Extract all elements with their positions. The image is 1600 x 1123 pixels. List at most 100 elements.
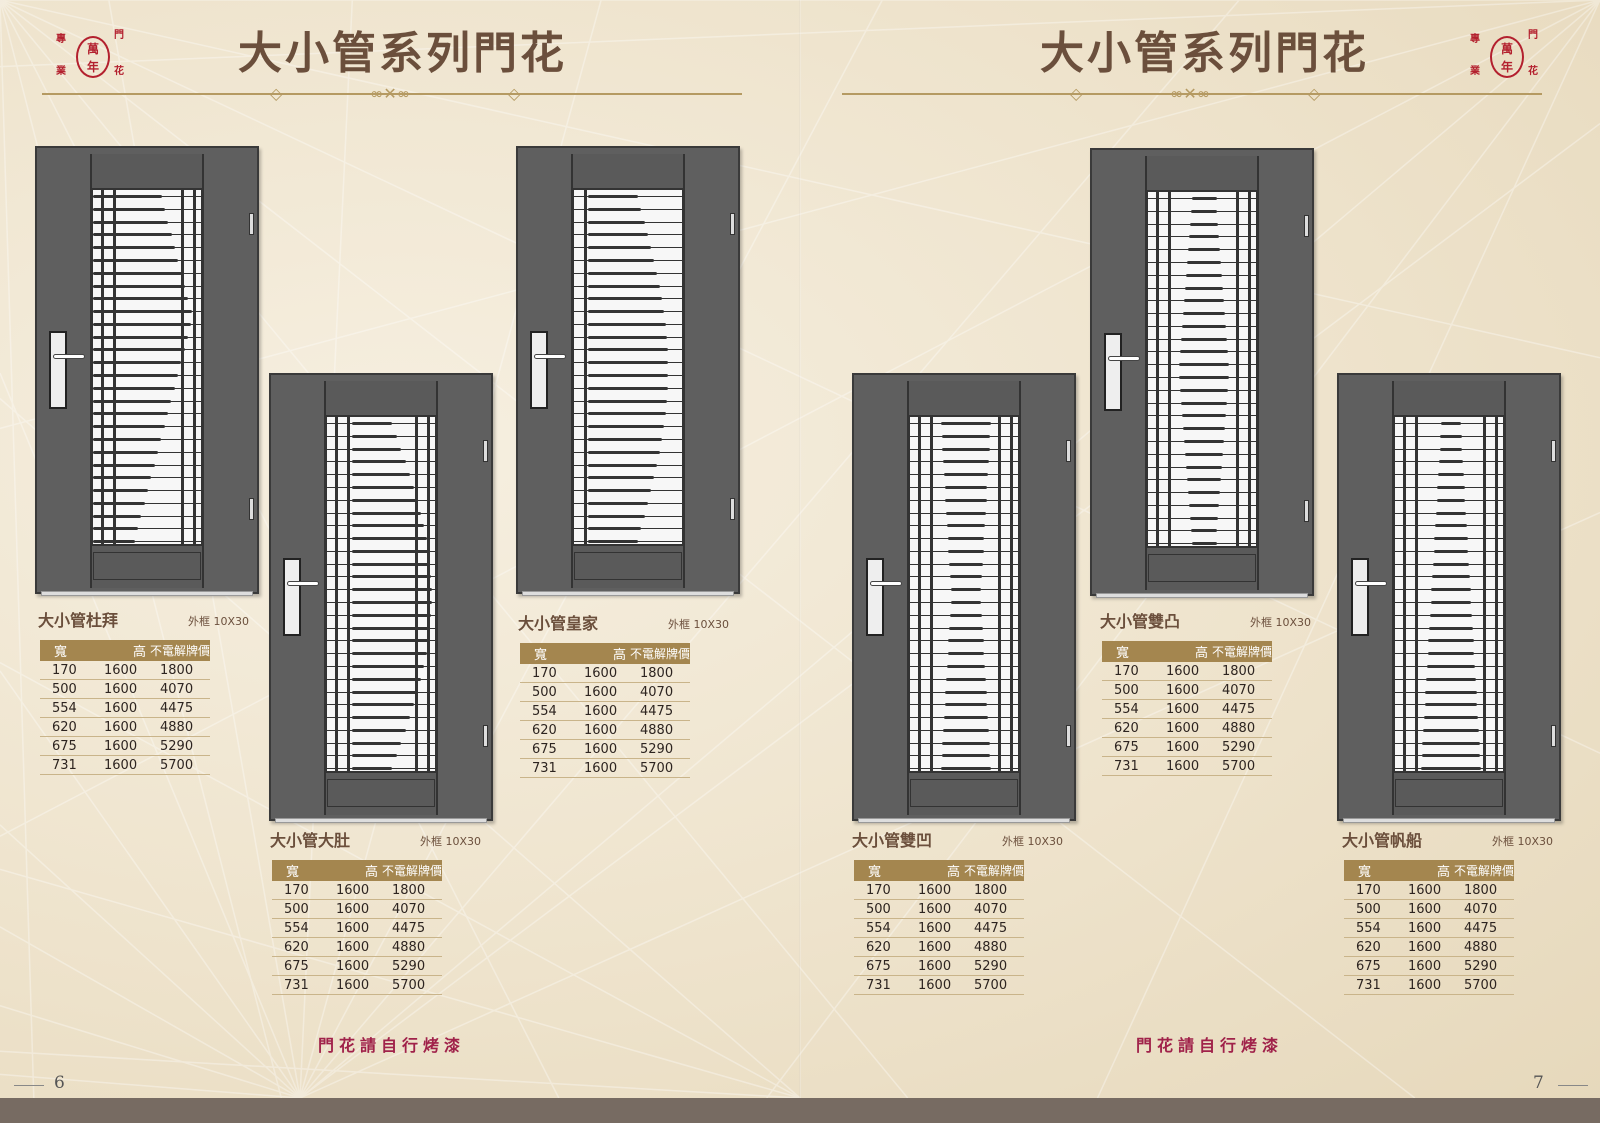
grille-thick-bar	[1185, 273, 1223, 277]
column-header: 寬	[534, 648, 548, 663]
grille-thick-bar	[1186, 260, 1222, 264]
table-cell: 4475	[1222, 702, 1256, 717]
page-spine	[799, 0, 801, 1098]
grille-vertical-bar	[335, 417, 338, 771]
grille-thick-bar	[1179, 376, 1229, 379]
table-cell: 1600	[584, 761, 618, 776]
bg-ray	[0, 1073, 301, 1098]
grille-thick-bar	[1180, 350, 1228, 354]
table-header: 寬高不電解牌價	[1344, 860, 1514, 881]
grille-thick-bar	[352, 460, 406, 464]
logo-char: 業	[56, 66, 66, 77]
grille-thick-bar	[941, 767, 991, 771]
table-cell: 675	[1356, 959, 1381, 974]
grille-thick-bar	[945, 498, 987, 502]
bg-ray	[0, 0, 1600, 359]
table-cell: 500	[532, 685, 557, 700]
grille-thick-bar	[1191, 542, 1217, 546]
table-cell: 4070	[160, 682, 194, 697]
grille-vertical-bar	[584, 190, 587, 544]
grille-thick-bar	[1441, 422, 1461, 425]
table-cell: 500	[866, 902, 891, 917]
column-header: 寬	[54, 645, 68, 660]
grille-thick-bar	[1435, 511, 1467, 515]
table-cell: 170	[1356, 883, 1381, 898]
grille-thick-bar	[93, 412, 168, 416]
frame-spec: 外框 10X30	[668, 618, 730, 631]
grille-thick-bar	[352, 754, 397, 758]
product-name: 大小管雙凹	[852, 831, 933, 850]
grille-vertical-bar	[1483, 417, 1486, 771]
door-lever-icon	[534, 354, 566, 359]
door-handle-plate	[1104, 333, 1122, 411]
table-cell: 1600	[918, 959, 952, 974]
grille-thick-bar	[588, 514, 645, 518]
product-name: 大小管皇家	[518, 614, 599, 633]
table-cell: 4070	[640, 685, 674, 700]
grille-thick-bar	[93, 540, 135, 544]
table-cell: 1600	[1166, 759, 1200, 774]
table-cell: 5290	[160, 739, 194, 754]
table-cell: 5290	[1222, 740, 1256, 755]
product-name: 大小管帆船	[1342, 831, 1423, 850]
column-header: 不電解牌價	[963, 864, 1024, 878]
table-cell: 5700	[1222, 759, 1256, 774]
grille-thick-bar	[352, 639, 429, 643]
table-cell: 4475	[392, 921, 426, 936]
grille-thick-bar	[588, 233, 649, 237]
grille-thick-bar	[93, 374, 178, 377]
grille-thick-bar	[93, 195, 162, 198]
grille-horizontal-bar	[93, 528, 201, 530]
footer-band	[0, 1098, 1600, 1123]
grille-vertical-bar	[1168, 192, 1171, 546]
hinge-icon	[1304, 500, 1309, 522]
grille-thick-bar	[93, 437, 162, 441]
grille-vertical-bar	[918, 417, 921, 771]
grille-thick-bar	[941, 434, 991, 438]
table-cell: 731	[532, 761, 557, 776]
door-lever-icon	[53, 354, 85, 359]
table-cell: 1600	[1408, 978, 1442, 993]
table-cell: 4475	[640, 704, 674, 719]
grille-thick-bar	[1428, 639, 1474, 643]
grille-thick-bar	[1184, 299, 1224, 303]
grille-thick-bar	[93, 463, 155, 467]
grille-thick-bar	[1189, 516, 1219, 520]
grille-thick-bar	[352, 588, 432, 592]
table-cell: 5700	[392, 978, 426, 993]
column-header: 寬	[1116, 646, 1130, 661]
table-cell: 554	[1114, 702, 1139, 717]
ornament-icon: ◇	[508, 84, 521, 103]
grille-thick-bar	[93, 322, 192, 326]
column-header: 高	[1436, 865, 1450, 880]
table-cell: 500	[1356, 902, 1381, 917]
bg-ray	[0, 824, 301, 1098]
grille-vertical-bar	[113, 190, 116, 544]
door-kick-panel	[1148, 554, 1256, 582]
ornament-icon: ∞✕∞	[370, 84, 411, 103]
grille-thick-bar	[946, 524, 986, 528]
table-cell: 675	[866, 959, 891, 974]
grille-thick-bar	[352, 422, 392, 425]
grille-thick-bar	[93, 220, 169, 224]
bg-ray	[0, 868, 801, 1098]
grille-thick-bar	[1190, 529, 1218, 533]
grille-thick-bar	[352, 767, 392, 771]
grille-thick-bar	[93, 207, 165, 211]
table-cell: 1600	[584, 723, 618, 738]
door-handle-plate	[283, 558, 301, 636]
grille-thick-bar	[1180, 388, 1228, 392]
table-cell: 554	[284, 921, 309, 936]
column-header: 不電解牌價	[381, 864, 442, 878]
door-sill	[522, 591, 734, 596]
grille-thick-bar	[1434, 537, 1468, 541]
logo-char: 門	[114, 30, 124, 41]
hinge-icon	[730, 498, 735, 520]
